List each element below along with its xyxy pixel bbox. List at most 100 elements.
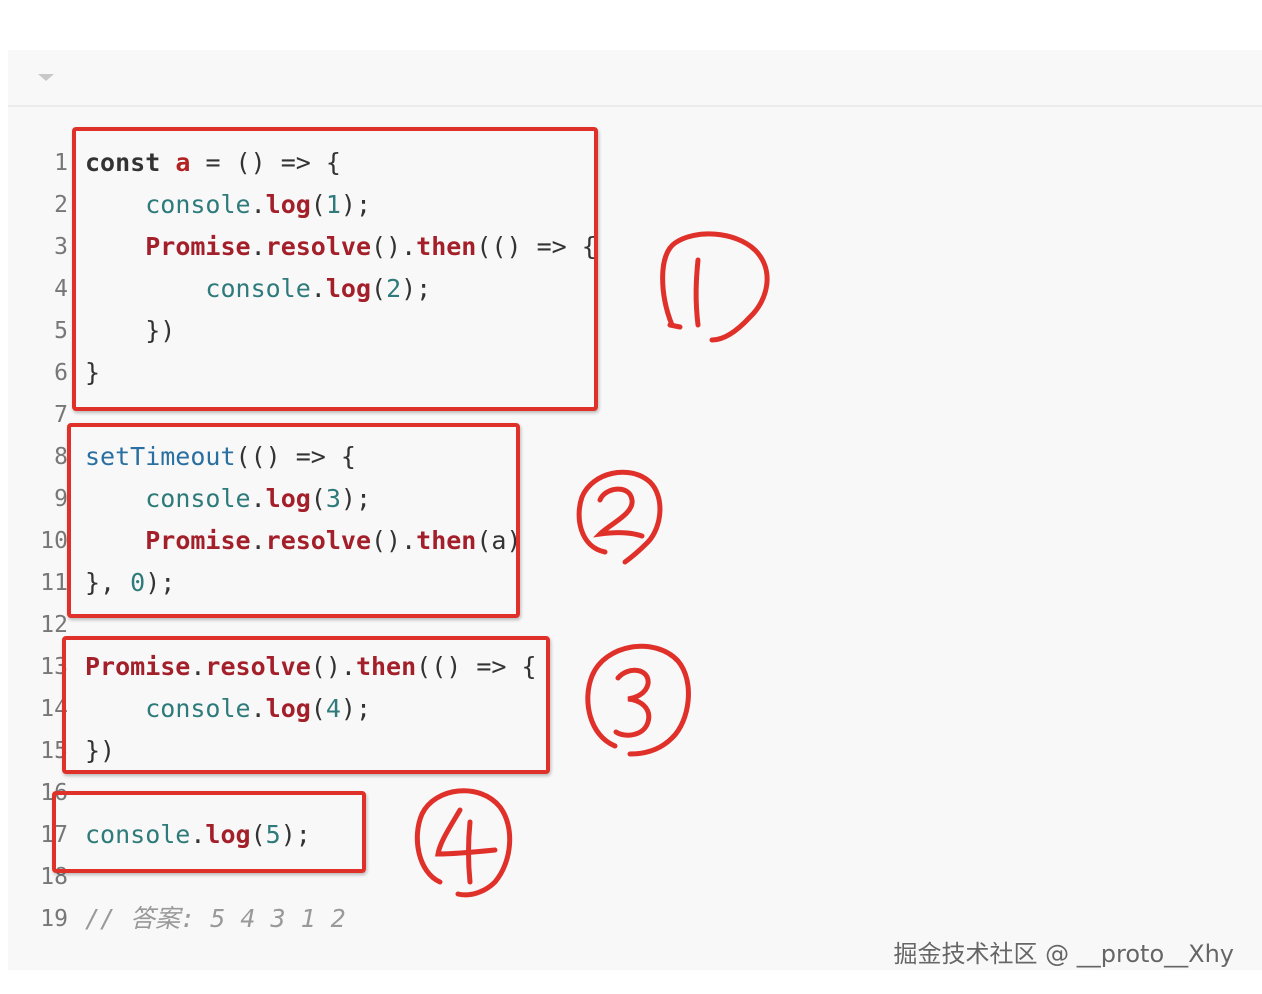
line-number: 15 xyxy=(40,738,68,764)
circled-number-1-label: 1 xyxy=(650,225,651,226)
code-line: 15}) xyxy=(8,730,708,772)
code-token: log xyxy=(265,484,311,513)
code-line: 11}, 0); xyxy=(8,562,708,604)
code-token: 0 xyxy=(130,568,146,597)
code-token: then xyxy=(416,232,477,261)
code-line: 7 xyxy=(8,394,708,436)
code-token: 4 xyxy=(325,694,341,723)
code-token: }) xyxy=(85,736,116,765)
circled-number-4: 4 xyxy=(410,782,513,898)
code-token: 2 xyxy=(386,274,402,303)
line-number: 14 xyxy=(40,696,68,722)
code-token: . xyxy=(310,274,326,303)
code-token: ( xyxy=(310,484,326,513)
code-token: ); xyxy=(145,568,176,597)
code-token: Promise xyxy=(85,652,191,681)
code-line: 2 console.log(1); xyxy=(8,184,708,226)
code-token: . xyxy=(250,484,266,513)
code-token: then xyxy=(416,526,477,555)
line-number: 6 xyxy=(54,360,68,386)
line-number: 10 xyxy=(40,528,68,554)
code-text: }, 0); xyxy=(85,562,175,604)
code-token: console xyxy=(85,820,191,849)
line-number: 1 xyxy=(54,150,68,176)
annotation-box-3 xyxy=(62,636,550,774)
line-number: 13 xyxy=(40,654,68,680)
code-token: resolve xyxy=(265,232,371,261)
circled-number-3-label: 3 xyxy=(580,636,581,637)
chevron-down-icon[interactable] xyxy=(38,74,54,81)
line-number: 8 xyxy=(54,444,68,470)
code-line: 4 console.log(2); xyxy=(8,268,708,310)
line-number: 12 xyxy=(40,612,68,638)
code-token: then xyxy=(355,652,417,681)
editor-toolbar xyxy=(8,50,1262,107)
code-token: (() => { xyxy=(476,232,597,261)
code-token: ( xyxy=(310,694,326,723)
code-text: }) xyxy=(85,310,175,352)
code-token: ); xyxy=(340,190,372,219)
code-text: Promise.resolve().then(a) xyxy=(85,520,522,562)
code-text: console.log(5); xyxy=(85,814,311,856)
code-token: resolve xyxy=(205,652,311,681)
code-token: . xyxy=(250,526,266,555)
watermark: 掘金技术社区 @ __proto__Xhy xyxy=(893,940,1234,968)
code-token: . xyxy=(250,694,266,723)
code-line: 6} xyxy=(8,352,708,394)
code-line: 5 }) xyxy=(8,310,708,352)
code-text: console.log(1); xyxy=(85,184,371,226)
code-token: const xyxy=(85,148,161,177)
code-token: ); xyxy=(280,820,311,849)
code-token: . xyxy=(250,190,266,219)
line-number: 7 xyxy=(54,402,68,428)
code-token: console xyxy=(145,190,251,219)
code-token: Promise xyxy=(145,526,251,555)
code-text: Promise.resolve().then(() => { xyxy=(85,646,537,688)
code-token: (a) xyxy=(476,526,522,555)
code-text: Promise.resolve().then(() => { xyxy=(85,226,597,268)
code-text: }) xyxy=(85,730,115,772)
line-number: 2 xyxy=(54,192,68,218)
code-token: ( xyxy=(250,820,266,849)
code-token: // 答案: 5 4 3 1 2 xyxy=(85,904,346,933)
code-token: 1 xyxy=(325,190,341,219)
code-text: console.log(4); xyxy=(85,688,371,730)
code-token: . xyxy=(190,820,206,849)
circled-number-4-label: 4 xyxy=(410,782,411,783)
code-text: } xyxy=(85,352,100,394)
code-token: setTimeout xyxy=(85,442,236,471)
code-token: (() => { xyxy=(235,442,356,471)
code-token: (). xyxy=(371,526,417,555)
code-token: (). xyxy=(371,232,417,261)
code-token: ); xyxy=(401,274,432,303)
code-token: (() => { xyxy=(416,652,537,681)
code-token: log xyxy=(205,820,251,849)
code-token: log xyxy=(265,190,311,219)
line-number: 4 xyxy=(54,276,68,302)
circled-number-2-label: 2 xyxy=(570,462,571,463)
line-number: 9 xyxy=(54,486,68,512)
code-text: console.log(2); xyxy=(85,268,431,310)
circled-number-1: 1 xyxy=(650,225,770,343)
code-line: 14 console.log(4); xyxy=(8,688,708,730)
code-token: }) xyxy=(85,316,176,345)
code-token: log xyxy=(265,694,311,723)
code-token: console xyxy=(145,484,251,513)
line-number: 3 xyxy=(54,234,68,260)
code-token: (). xyxy=(310,652,356,681)
line-number: 5 xyxy=(54,318,68,344)
code-token: ); xyxy=(340,694,372,723)
code-token: } xyxy=(85,358,101,387)
line-number: 19 xyxy=(40,906,68,932)
code-text: console.log(3); xyxy=(85,478,371,520)
code-line: 9 console.log(3); xyxy=(8,478,708,520)
circled-number-2: 2 xyxy=(570,462,663,565)
code-token: = () => { xyxy=(190,148,341,177)
code-token: ( xyxy=(310,190,326,219)
code-line: 3 Promise.resolve().then(() => { xyxy=(8,226,708,268)
code-line: 8 setTimeout(() => { xyxy=(8,436,708,478)
code-token: ( xyxy=(371,274,387,303)
code-line: 12 xyxy=(8,604,708,646)
